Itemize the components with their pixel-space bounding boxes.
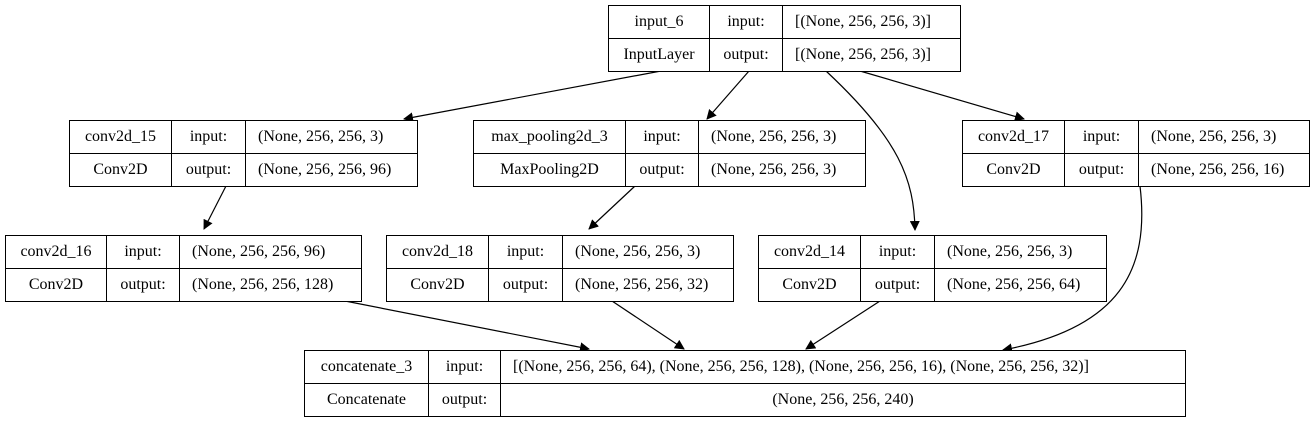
node-conv2d_14: conv2d_14 input: (None, 256, 256, 3) Con… <box>758 235 1107 302</box>
edge-conv2d_14-to-concatenate_3 <box>805 300 881 350</box>
node-name: conv2d_17 <box>962 120 1065 154</box>
output-label: output: <box>709 38 783 72</box>
node-name: conv2d_18 <box>386 235 489 269</box>
node-type: Conv2D <box>758 268 861 302</box>
output-label: output: <box>1064 153 1139 187</box>
output-label: output: <box>171 153 246 187</box>
node-name: max_pooling2d_3 <box>473 120 626 154</box>
output-shape: (None, 256, 256, 3) <box>698 153 866 187</box>
input-label: input: <box>106 235 180 269</box>
input-label: input: <box>1064 120 1139 154</box>
input-shape: (None, 256, 256, 3) <box>934 235 1107 269</box>
input-shape: (None, 256, 256, 3) <box>698 120 866 154</box>
output-label: output: <box>488 268 563 302</box>
node-name: input_6 <box>608 5 710 39</box>
output-shape: [(None, 256, 256, 3)] <box>782 38 961 72</box>
node-conv2d_18: conv2d_18 input: (None, 256, 256, 3) Con… <box>386 235 734 302</box>
node-name: concatenate_3 <box>304 350 429 384</box>
node-type: Conv2D <box>962 153 1065 187</box>
input-shape: [(None, 256, 256, 64), (None, 256, 256, … <box>500 350 1186 384</box>
node-type: Conv2D <box>386 268 489 302</box>
input-shape: (None, 256, 256, 3) <box>562 235 734 269</box>
input-shape: (None, 256, 256, 96) <box>179 235 362 269</box>
input-label: input: <box>171 120 246 154</box>
output-shape: (None, 256, 256, 240) <box>500 383 1186 417</box>
edge-max_pooling2d_3-to-conv2d_18 <box>588 185 636 230</box>
output-shape: (None, 256, 256, 32) <box>562 268 734 302</box>
node-name: conv2d_15 <box>69 120 172 154</box>
input-shape: (None, 256, 256, 3) <box>245 120 418 154</box>
output-label: output: <box>625 153 699 187</box>
edge-input_6-to-conv2d_17 <box>859 70 1025 122</box>
output-shape: (None, 256, 256, 96) <box>245 153 418 187</box>
node-name: conv2d_16 <box>5 235 107 269</box>
output-shape: (None, 256, 256, 64) <box>934 268 1107 302</box>
edge-input_6-to-conv2d_15 <box>403 70 662 123</box>
input-label: input: <box>428 350 501 384</box>
edge-conv2d_18-to-concatenate_3 <box>611 300 685 350</box>
edge-conv2d_15-to-conv2d_16 <box>203 185 227 230</box>
node-name: conv2d_14 <box>758 235 861 269</box>
node-type: Conv2D <box>69 153 172 187</box>
input-label: input: <box>625 120 699 154</box>
input-label: input: <box>860 235 935 269</box>
node-conv2d_15: conv2d_15 input: (None, 256, 256, 3) Con… <box>69 120 418 187</box>
node-type: Concatenate <box>304 383 429 417</box>
node-concatenate_3: concatenate_3 input: [(None, 256, 256, 6… <box>304 350 1186 417</box>
input-label: input: <box>709 5 783 39</box>
node-conv2d_17: conv2d_17 input: (None, 256, 256, 3) Con… <box>962 120 1310 187</box>
output-shape: (None, 256, 256, 16) <box>1138 153 1310 187</box>
output-shape: (None, 256, 256, 128) <box>179 268 362 302</box>
node-type: MaxPooling2D <box>473 153 626 187</box>
edge-input_6-to-max_pooling2d_3 <box>706 70 750 120</box>
node-input_6: input_6 input: [(None, 256, 256, 3)] Inp… <box>608 5 961 72</box>
output-label: output: <box>428 383 501 417</box>
output-label: output: <box>106 268 180 302</box>
input-shape: [(None, 256, 256, 3)] <box>782 5 961 39</box>
edge-input_6-to-conv2d_14 <box>825 70 920 231</box>
node-max_pooling2d_3: max_pooling2d_3 input: (None, 256, 256, … <box>473 120 866 187</box>
edge-conv2d_17-to-concatenate_3 <box>1002 185 1143 354</box>
edge-conv2d_16-to-concatenate_3 <box>344 300 590 353</box>
node-conv2d_16: conv2d_16 input: (None, 256, 256, 96) Co… <box>5 235 362 302</box>
node-type: Conv2D <box>5 268 107 302</box>
output-label: output: <box>860 268 935 302</box>
node-type: InputLayer <box>608 38 710 72</box>
input-shape: (None, 256, 256, 3) <box>1138 120 1310 154</box>
input-label: input: <box>488 235 563 269</box>
